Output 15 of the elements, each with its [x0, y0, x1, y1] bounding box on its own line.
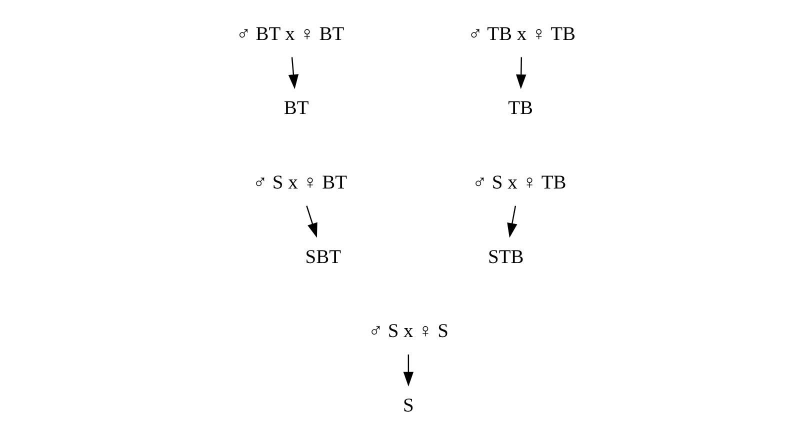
node-text: ♂ S x ♀ TB: [472, 172, 566, 194]
node-text: ♂ S x ♀ S: [368, 321, 448, 342]
arrow: [288, 57, 298, 90]
node-text: BT: [283, 98, 308, 120]
node-text: ♂ TB x ♀ TB: [467, 24, 576, 45]
node-text: ♂ BT x ♀ BT: [236, 24, 344, 45]
node-text: STB: [488, 246, 524, 268]
node-text: ♂ S x ♀ BT: [252, 172, 347, 194]
arrow: [516, 57, 526, 90]
arrow: [402, 354, 414, 386]
node-text: SBT: [304, 246, 341, 268]
node-text: S: [402, 395, 414, 416]
arrow: [306, 206, 317, 238]
node-text: TB: [508, 98, 532, 120]
arrow: [506, 206, 517, 238]
